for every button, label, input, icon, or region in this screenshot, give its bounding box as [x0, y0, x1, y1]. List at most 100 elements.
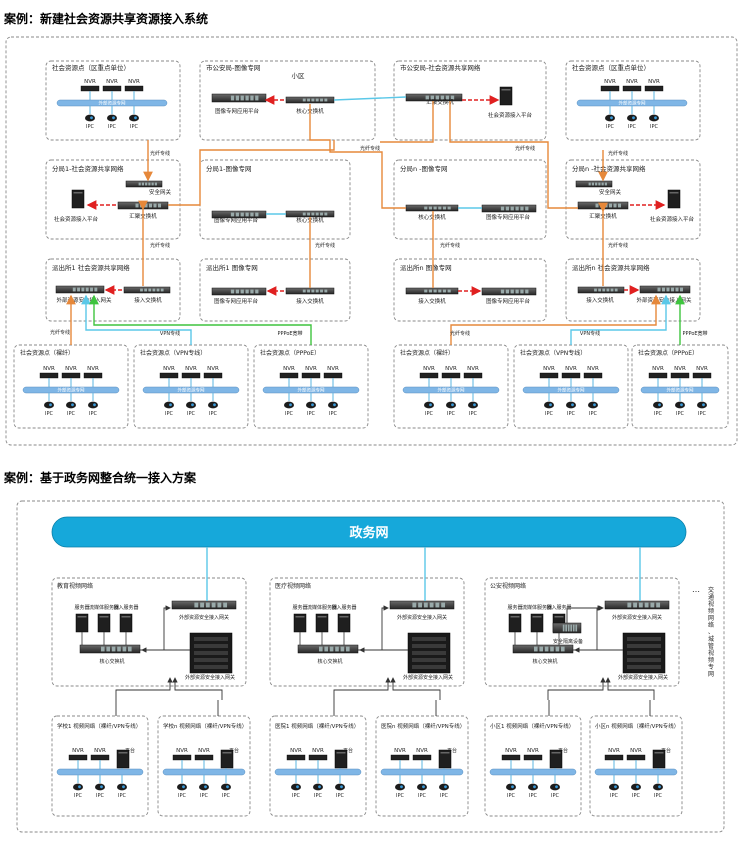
gateway-rack-slot — [194, 637, 228, 641]
box-sub1-image-title: 分局1-图像专网 — [206, 164, 251, 173]
sub1-core-switch-port — [320, 212, 323, 216]
ipc-camera-lens — [182, 785, 185, 789]
core-switch-port — [117, 646, 121, 652]
core-switch-label: 核心交换机 — [99, 658, 124, 665]
core-switch-port — [106, 646, 110, 652]
ipc-label: IPC — [589, 411, 597, 417]
city-agg-switch-port — [430, 95, 434, 100]
fiber-link — [309, 104, 406, 209]
gateway-top-port — [656, 602, 661, 608]
fiber-label: 光纤专线 — [50, 329, 70, 336]
nvr-device — [390, 754, 410, 761]
ipc-label: IPC — [606, 124, 614, 130]
ipc-camera — [313, 783, 323, 791]
box-resource-title-0: 社会资源点（裸纤） — [20, 349, 74, 357]
subn-agg-switch-port — [613, 203, 617, 208]
vpn-link — [81, 294, 192, 345]
box-pcsn-share-title: 派出所n 社会资源共享网络 — [572, 263, 650, 272]
nvr-device — [561, 372, 581, 379]
ipc-camera — [468, 401, 478, 409]
gateway-top-port — [217, 602, 222, 608]
nvr-label: NVR — [43, 366, 55, 372]
pcsn-gateway-port — [662, 287, 665, 292]
cyan-link — [333, 96, 407, 101]
nvr-device — [463, 372, 483, 379]
platform-label: 平台 — [125, 747, 135, 754]
sub1-sec-gateway-port — [145, 182, 148, 186]
ipc-camera-lens — [533, 785, 536, 789]
ipc-camera-lens — [614, 785, 617, 789]
side-label-char: 视 — [708, 600, 714, 608]
box-top-right-title: 社会资源点（区重点单位） — [572, 63, 650, 72]
core-switch-port — [550, 646, 554, 652]
side-label-char: 络 — [708, 621, 714, 629]
side-label-char: 频 — [708, 656, 714, 664]
fiber-label: 光纤专线 — [450, 330, 470, 337]
gateway-top-port — [223, 602, 228, 608]
gateway-rack-slot — [412, 665, 446, 669]
server-device-bay — [121, 616, 131, 618]
nvr-label: NVR — [198, 748, 210, 754]
fiber-link — [449, 101, 578, 209]
server-label: 流媒体服务器 — [522, 604, 552, 611]
nvr-label: NVR — [84, 79, 96, 85]
ipc-camera — [85, 114, 95, 122]
sub1-agg-switch-port — [158, 203, 161, 208]
box-sub1-share-title: 分局1-社会资源共享网络 — [52, 164, 124, 173]
ipc-camera — [186, 401, 196, 409]
ipc-camera-lens — [444, 785, 447, 789]
subn-image-platform-port — [510, 206, 514, 211]
ipc-camera-lens — [654, 116, 657, 120]
ipc-camera — [566, 401, 576, 409]
video-net-bar — [56, 768, 144, 776]
box-city-share — [393, 60, 547, 141]
ipc-camera — [129, 114, 139, 122]
pcs1-image-platform-port — [230, 289, 235, 294]
city-agg-switch-port — [445, 95, 450, 100]
box-resource-title-4: 社会资源点（VPN专线） — [520, 349, 586, 357]
video-net-bar — [594, 768, 678, 776]
pcs1-access-image-port — [307, 289, 310, 293]
pcsn-image-platform-port — [505, 289, 509, 294]
subn-agg-switch-port — [604, 203, 608, 208]
subn-core-switch-port — [424, 206, 428, 210]
gateway-top-port — [633, 602, 637, 608]
ext-net-label: 外部资源专网 — [298, 386, 325, 393]
subn-core-switch-port — [438, 206, 442, 210]
ipc-camera — [291, 783, 301, 791]
ipc-camera-lens — [289, 403, 292, 407]
ipc-camera — [544, 401, 554, 409]
subn-agg-switch-port — [595, 203, 599, 208]
gateway-rack-slot — [412, 658, 446, 662]
ipc-camera-lens — [213, 403, 216, 407]
ipc-camera — [439, 783, 449, 791]
ipc-camera — [177, 783, 187, 791]
video-net-bar — [162, 768, 246, 776]
ipc-camera — [164, 401, 174, 409]
case2-title: 案例：基于政务网整合统一接入方案 — [4, 471, 197, 485]
ipc-camera-lens — [100, 785, 103, 789]
nvr-label: NVR — [587, 366, 599, 372]
nvr-device — [323, 372, 343, 379]
core-switch-port — [329, 646, 334, 652]
pcsn-access-switch-port — [614, 288, 618, 292]
city-core-switch-port — [311, 98, 315, 102]
ipc-camera — [328, 401, 338, 409]
gateway-top-port — [435, 602, 440, 608]
gateway-top-port — [644, 602, 649, 608]
nvr-device — [539, 372, 559, 379]
sub1-image-platform-label: 图像专网应用平台 — [214, 216, 259, 224]
city-share-platform — [499, 86, 513, 106]
sub1-core-switch-port — [311, 212, 315, 216]
ipc-camera — [117, 783, 127, 791]
platform-server-bay — [654, 752, 664, 754]
subn-image-platform-port — [525, 206, 529, 211]
pcs1-gateway-port — [94, 287, 98, 292]
nvr-device — [626, 754, 646, 761]
pcs1-access-image-port — [324, 289, 328, 293]
gateway-top-port — [638, 602, 643, 608]
nvr-device — [604, 754, 624, 761]
box-resource-title-2: 社会资源点（PPPoE） — [260, 349, 320, 357]
gateway-rack-slot — [627, 637, 661, 641]
ipc-label: IPC — [200, 793, 208, 799]
